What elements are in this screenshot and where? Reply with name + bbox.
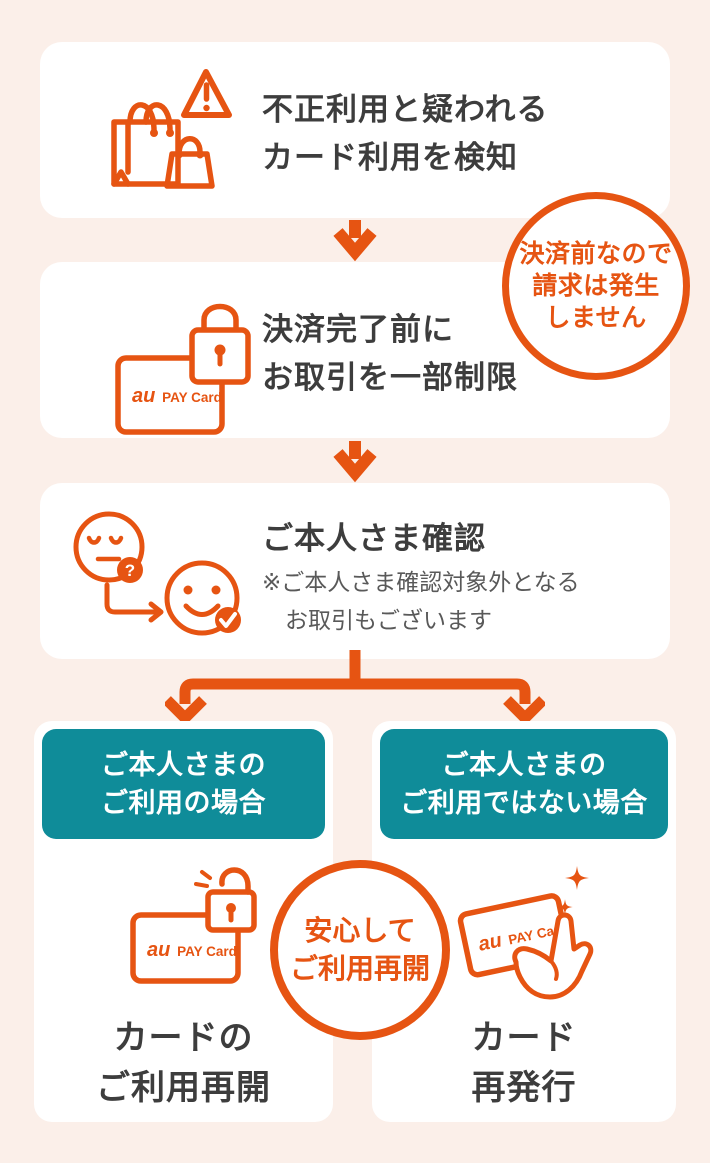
safe-resume-line1: 安心して xyxy=(304,915,416,946)
branch-left-header-line2: ご利用の場合 xyxy=(101,788,266,818)
step2-line2: お取引を一部制限 xyxy=(262,360,518,395)
step3-title: ご本人さま確認 xyxy=(262,521,486,556)
pay-card-logo-text: PAY Card xyxy=(162,390,222,405)
card-reissue-hand-icon: au PAY Card xyxy=(446,861,626,1011)
no-charge-badge: 決済前なので 請求は発生 しません xyxy=(502,192,690,380)
step3-note: ※ご本人さま確認対象外となる お取引もございます xyxy=(262,563,580,639)
branch-left-result-line1: カードの xyxy=(113,1019,254,1057)
flow-arrow-down-icon xyxy=(333,220,377,262)
no-charge-line1: 決済前なので xyxy=(519,240,673,268)
step1-card: 不正利用と疑われる カード利用を検知 xyxy=(40,42,670,218)
card-unlocked-icon: au PAY Card xyxy=(114,866,294,1006)
branch-left-header: ご本人さまの ご利用の場合 xyxy=(42,729,325,839)
card-locked-icon: au PAY Card xyxy=(112,296,252,436)
svg-text:au PAY Card: au PAY Card xyxy=(132,385,222,407)
branch-left-result: カードの ご利用再開 xyxy=(34,1013,333,1113)
question-mark-glyph: ? xyxy=(125,561,135,580)
sparkle-icon xyxy=(557,866,589,915)
branch-right-header-line2: ご利用ではない場合 xyxy=(400,788,648,818)
au-logo-text: au xyxy=(476,929,503,955)
step1-line2: カード利用を検知 xyxy=(262,140,518,175)
step2-line1: 決済完了前に xyxy=(262,312,454,347)
branch-left-header-line1: ご本人さまの xyxy=(101,750,266,780)
no-charge-line2: 請求は発生 xyxy=(532,272,660,300)
au-logo-text: au xyxy=(132,385,155,407)
branch-right-result-line2: 再発行 xyxy=(471,1069,577,1107)
safe-resume-badge: 安心して ご利用再開 xyxy=(270,860,450,1040)
identity-check-faces-icon: ? xyxy=(60,510,250,640)
branch-left-result-line2: ご利用再開 xyxy=(96,1069,271,1107)
pay-card-logo-text: PAY Card xyxy=(177,944,237,959)
branch-right-result-line1: カード xyxy=(471,1019,577,1057)
step2-text: 決済完了前に お取引を一部制限 xyxy=(262,306,518,402)
step1-text: 不正利用と疑われる カード利用を検知 xyxy=(262,86,548,182)
shopping-bags-warning-icon xyxy=(100,60,250,200)
step1-line1: 不正利用と疑われる xyxy=(262,92,549,127)
no-charge-line3: しません xyxy=(545,304,647,332)
branch-connector-arrows-icon xyxy=(165,650,545,722)
step3-note-line1: ※ご本人さま確認対象外となる xyxy=(262,569,580,595)
flow-arrow-down-icon xyxy=(333,441,377,483)
branch-right-header: ご本人さまの ご利用ではない場合 xyxy=(380,729,668,839)
branch-right-result: カード 再発行 xyxy=(372,1013,676,1113)
svg-text:au PAY Card: au PAY Card xyxy=(147,939,237,961)
step3-note-line2: お取引もございます xyxy=(285,607,492,633)
branch-right-header-line1: ご本人さまの xyxy=(441,750,607,780)
au-logo-text: au xyxy=(147,939,170,961)
safe-resume-line2: ご利用再開 xyxy=(289,953,430,984)
step3-card: ? ご本人さま確認 ※ご本人さま確認対象外となる お取引もございます xyxy=(40,483,670,659)
